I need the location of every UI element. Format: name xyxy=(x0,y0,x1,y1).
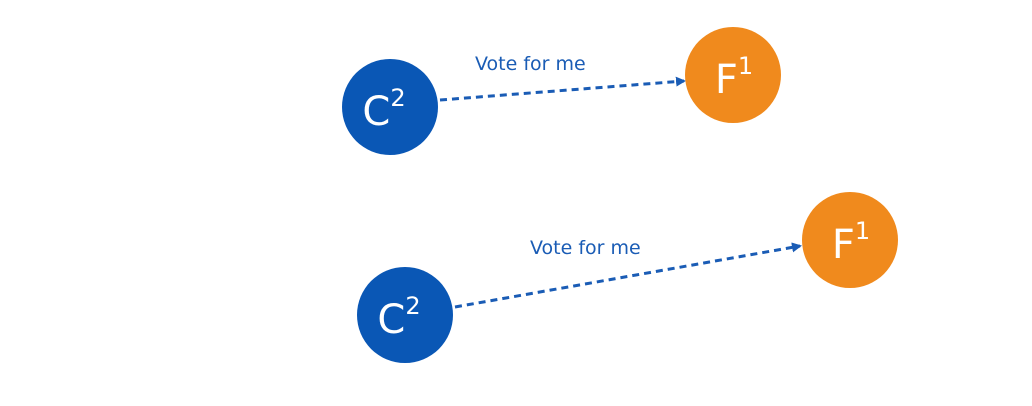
follower-letter: F xyxy=(715,57,738,103)
vote-request-label: Vote for me xyxy=(530,237,641,259)
follower-term: 1 xyxy=(855,217,870,245)
vote-request-pair-2: Vote for me C2 F1 xyxy=(357,192,898,363)
follower-node: F1 xyxy=(685,27,781,123)
vote-request-label: Vote for me xyxy=(475,53,586,75)
candidate-node: C2 xyxy=(357,267,453,363)
candidate-letter: C xyxy=(377,297,405,343)
candidate-term: 2 xyxy=(390,84,405,112)
svg-text:C2: C2 xyxy=(377,292,420,343)
follower-term: 1 xyxy=(738,52,753,80)
candidate-letter: C xyxy=(362,89,390,135)
vote-request-arrow xyxy=(454,242,802,309)
svg-text:C2: C2 xyxy=(362,84,405,135)
follower-letter: F xyxy=(832,222,855,268)
vote-request-arrow xyxy=(439,76,686,102)
candidate-node: C2 xyxy=(342,59,438,155)
candidate-term: 2 xyxy=(405,292,420,320)
vote-request-pair-1: Vote for me C2 F1 xyxy=(342,27,781,155)
svg-text:F1: F1 xyxy=(715,52,753,103)
svg-text:F1: F1 xyxy=(832,217,870,268)
follower-node: F1 xyxy=(802,192,898,288)
